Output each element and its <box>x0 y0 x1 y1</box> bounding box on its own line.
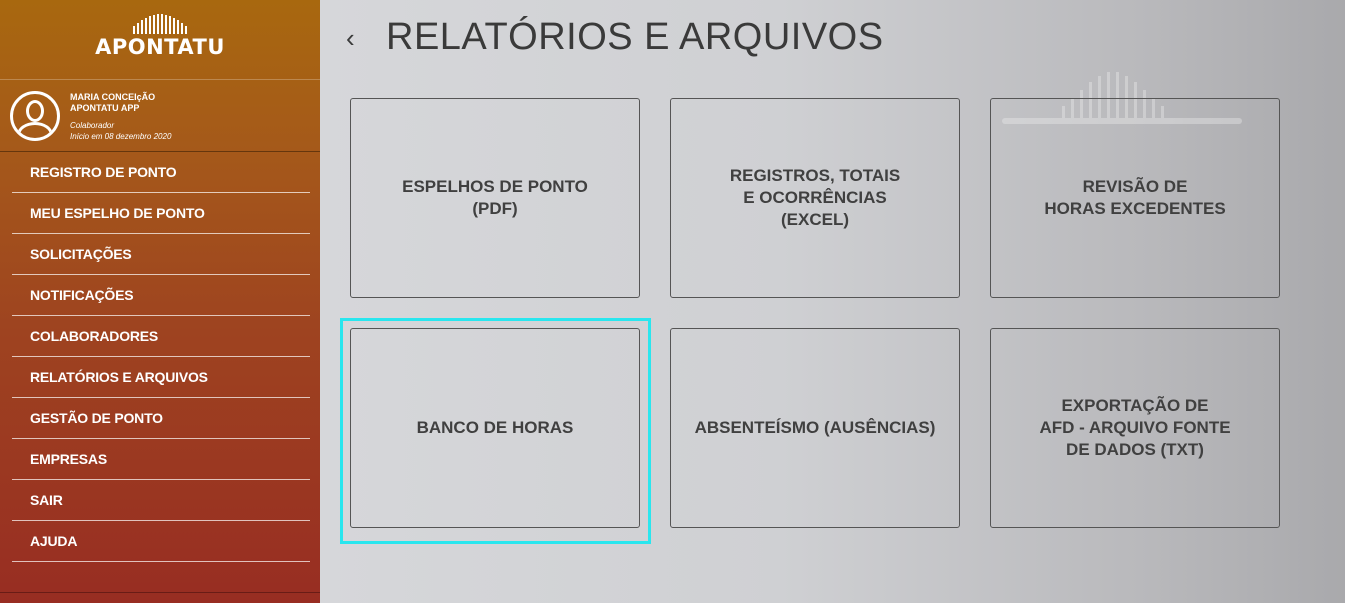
sidebar-item-meu-espelho-de-ponto[interactable]: MEU ESPELHO DE PONTO <box>12 193 310 234</box>
user-name: MARIA CONCEIçÃO APONTATU APP <box>70 92 155 114</box>
user-role-label: Colaborador <box>70 121 115 130</box>
sidebar-menu: REGISTRO DE PONTO MEU ESPELHO DE PONTO S… <box>12 152 310 562</box>
card-banco-de-horas[interactable]: BANCO DE HORAS <box>350 328 640 528</box>
sidebar-item-relatorios-e-arquivos[interactable]: RELATÓRIOS E ARQUIVOS <box>12 357 310 398</box>
logo-bars-icon <box>133 14 187 34</box>
sidebar-item-registro-de-ponto[interactable]: REGISTRO DE PONTO <box>12 152 310 193</box>
sidebar-item-notificacoes[interactable]: NOTIFICAÇÕES <box>12 275 310 316</box>
sidebar-item-ajuda[interactable]: AJUDA <box>12 521 310 562</box>
divider <box>0 79 320 80</box>
user-name-line1: MARIA CONCEIçÃO <box>70 92 156 102</box>
user-name-line2: APONTATU APP <box>70 103 140 113</box>
main-content: ‹ RELATÓRIOS E ARQUIVOS ESPELHOS DE PONT… <box>320 0 1345 603</box>
card-registros-totais-ocorrencias[interactable]: REGISTROS, TOTAIS E OCORRÊNCIAS (EXCEL) <box>670 98 960 298</box>
divider <box>0 151 320 152</box>
card-espelhos-de-ponto[interactable]: ESPELHOS DE PONTO (PDF) <box>350 98 640 298</box>
sidebar-item-gestao-de-ponto[interactable]: GESTÃO DE PONTO <box>12 398 310 439</box>
card-revisao-horas-excedentes[interactable]: REVISÃO DE HORAS EXCEDENTES <box>990 98 1280 298</box>
divider <box>0 592 320 593</box>
sidebar-item-solicitacoes[interactable]: SOLICITAÇÕES <box>12 234 310 275</box>
user-role: Colaborador Início em 08 dezembro 2020 <box>70 120 171 142</box>
selection-highlight <box>340 318 651 544</box>
sidebar: APONTATU MARIA CONCEIçÃO APONTATU APP Co… <box>0 0 320 603</box>
logo-text: APONTATU <box>95 35 225 59</box>
back-chevron-icon[interactable]: ‹ <box>346 23 355 53</box>
apontatu-logo[interactable]: APONTATU <box>0 14 320 64</box>
user-start-date: Início em 08 dezembro 2020 <box>70 132 172 141</box>
sidebar-item-colaboradores[interactable]: COLABORADORES <box>12 316 310 357</box>
user-avatar-icon <box>10 91 60 141</box>
user-profile: MARIA CONCEIçÃO APONTATU APP Colaborador… <box>0 80 320 152</box>
sidebar-item-empresas[interactable]: EMPRESAS <box>12 439 310 480</box>
page-title: RELATÓRIOS E ARQUIVOS <box>386 16 884 58</box>
watermark-logo-icon <box>1002 72 1242 127</box>
card-exportacao-afd[interactable]: EXPORTAÇÃO DE AFD - ARQUIVO FONTE DE DAD… <box>990 328 1280 528</box>
sidebar-item-sair[interactable]: SAIR <box>12 480 310 521</box>
card-absenteismo[interactable]: ABSENTEÍSMO (AUSÊNCIAS) <box>670 328 960 528</box>
